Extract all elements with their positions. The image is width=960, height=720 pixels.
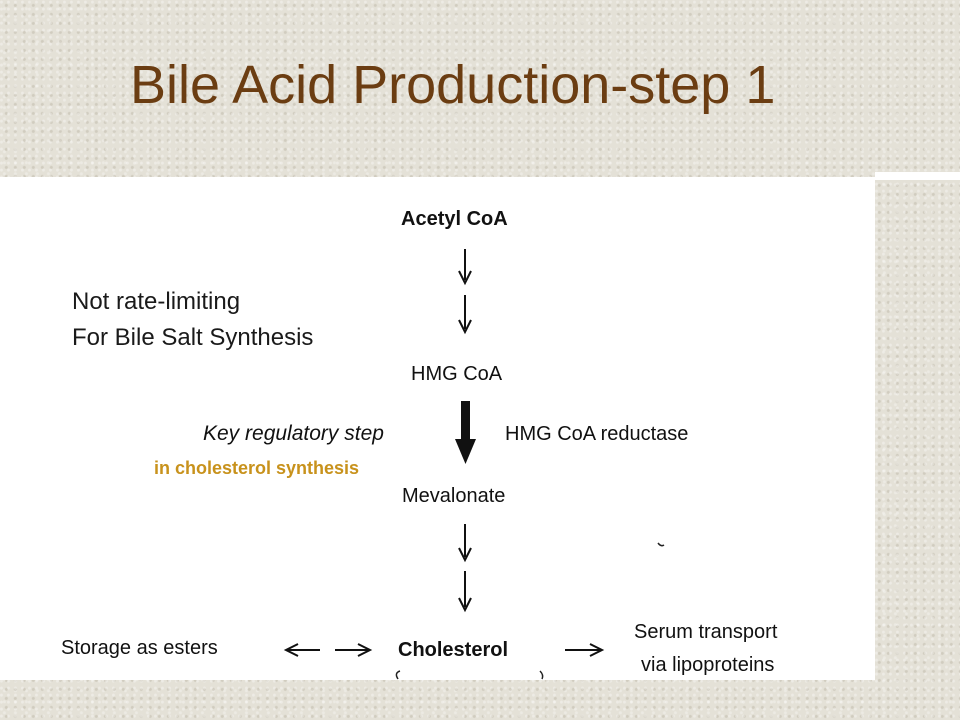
arrow-intermediate-to-hmg <box>458 295 472 335</box>
arrow-cholesterol-storage <box>283 643 373 657</box>
enzyme-hmg-coa-reductase: HMG CoA reductase <box>505 423 689 445</box>
pathway-diagram: Acetyl CoA Not rate-limiting For Bile Sa… <box>0 177 875 680</box>
serum-transport-label-line1: Serum transport <box>634 621 778 643</box>
arrow-cholesterol-serum <box>565 643 605 657</box>
stray-mark-bottom-right <box>539 670 544 680</box>
stray-mark <box>657 542 665 547</box>
slide-title: Bile Acid Production-step 1 <box>130 55 776 115</box>
serum-transport-label-line2: via lipoproteins <box>641 654 775 676</box>
pathway-arrows <box>283 249 665 680</box>
arrow-acetyl-to-intermediate <box>458 249 472 286</box>
node-hmg-coa: HMG CoA <box>411 363 503 385</box>
node-acetyl-coa: Acetyl CoA <box>401 208 508 230</box>
stray-mark-bottom-left <box>395 670 401 680</box>
not-rate-limiting-note-line1: Not rate-limiting <box>72 288 241 315</box>
arrow-intermediate-to-cholesterol <box>458 571 472 613</box>
node-cholesterol: Cholesterol <box>398 639 509 661</box>
arrow-mevalonate-to-intermediate <box>458 524 472 563</box>
node-mevalonate: Mevalonate <box>402 485 506 507</box>
key-regulatory-step-highlight: in cholesterol synthesis <box>154 458 360 478</box>
storage-as-esters-label: Storage as esters <box>61 637 218 659</box>
panel-edge-strip <box>875 172 960 180</box>
not-rate-limiting-note-line2: For Bile Salt Synthesis <box>72 324 314 351</box>
key-regulatory-step-label: Key regulatory step <box>203 422 384 445</box>
arrow-hmg-to-mevalonate-thick <box>455 401 476 464</box>
